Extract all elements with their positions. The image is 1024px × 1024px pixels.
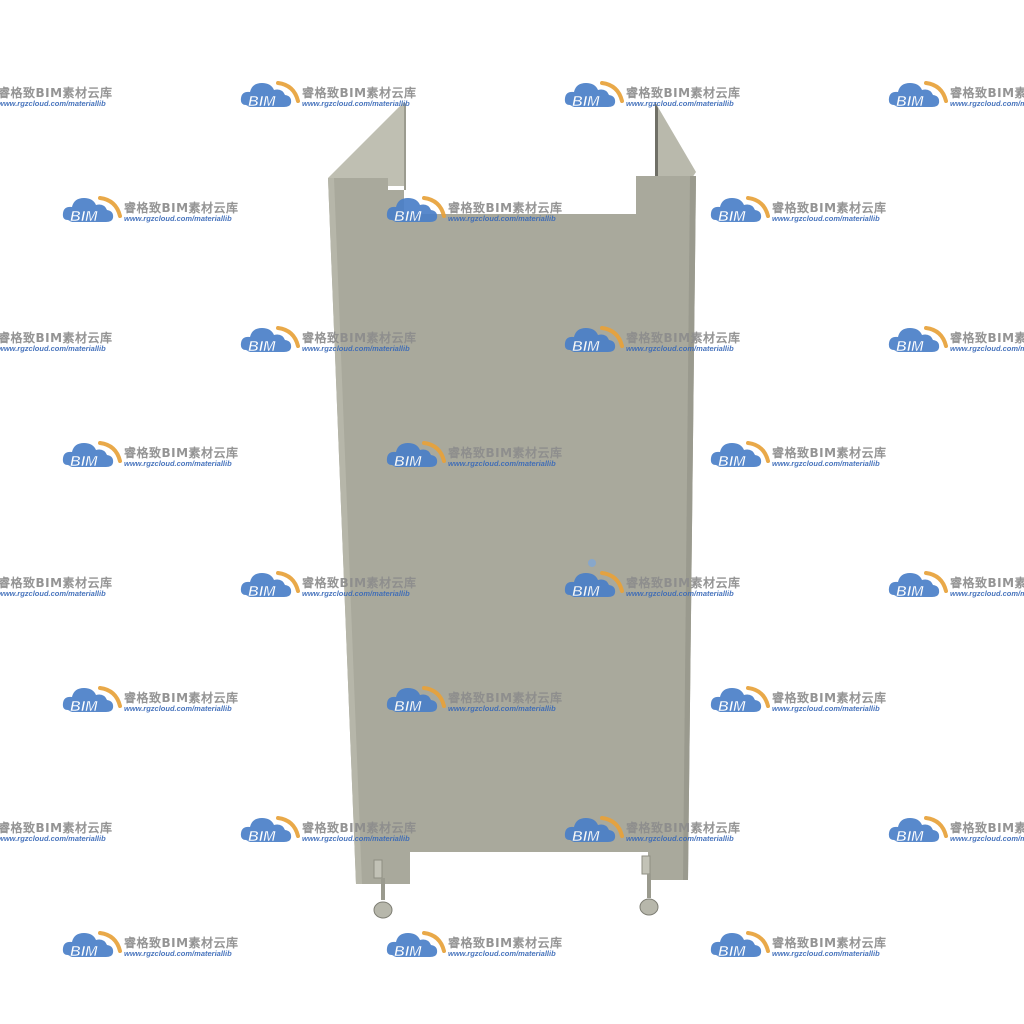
left-side-panel	[328, 102, 404, 186]
left-foot-rod	[381, 878, 385, 900]
right-side-panel	[655, 102, 696, 178]
right-side-panel-inner	[655, 102, 658, 176]
right-foot-pad	[639, 898, 659, 916]
right-foot-bracket	[641, 855, 651, 875]
door-knob	[588, 559, 596, 567]
left-side-panel-face	[404, 102, 406, 190]
right-foot-rod	[647, 874, 651, 898]
left-foot-bracket	[373, 859, 383, 879]
left-foot-pad	[373, 901, 393, 919]
front-panel	[328, 176, 696, 884]
front-panel-left-edge	[328, 178, 362, 884]
front-panel-right-edge	[683, 176, 696, 880]
